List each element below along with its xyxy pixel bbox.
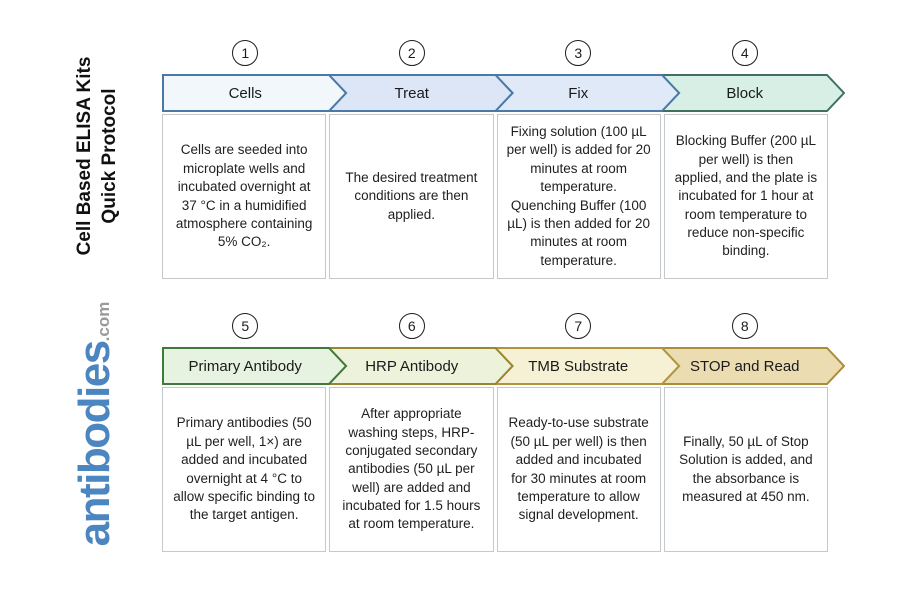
step-number-badge-5: 5 [232,313,259,339]
step-description-box-4: Blocking Buffer (200 µL per well) is the… [663,114,828,279]
arrow-label-fix: Fix [568,84,589,102]
chevron-arrows-svg-2 [162,347,845,385]
arrow-label-row-2: Primary Antibody HRP Antibody TMB Substr… [162,347,828,385]
step-number-4: 4 [740,45,749,61]
step-number-badge-7: 7 [565,313,592,339]
step-description-box-6: After appropriate washing steps, HRP-con… [329,387,494,552]
step-description-box-2: The desired treatment conditions are the… [329,114,494,279]
step-number-7: 7 [574,318,583,334]
arrow-label-hrp-antibody: HRP Antibody [365,357,459,375]
chevron-arrow-step-1 [162,74,348,112]
chevron-arrow-step-5 [162,347,348,385]
step-description-box-1: Cells are seeded into microplate wells a… [162,114,327,279]
step-number-badge-2: 2 [398,40,425,66]
arrow-label-block: Block [726,84,764,102]
step-number-2: 2 [407,45,416,61]
step-description-box-3: Fixing solution (100 µL per well) is add… [496,114,661,279]
step-number-1: 1 [241,45,250,61]
chevron-arrow-row-1: Cells Treat Fix Block [162,74,845,112]
page-title-line2: Quick Protocol [99,88,120,224]
protocol-row-2: 5 6 7 8 Primary Antibody HRP Antibody TM… [162,313,845,552]
antibodies-logo: antibodies.com [70,302,120,547]
step-description-6: After appropriate washing steps, HRP-con… [342,406,481,532]
step-number-3: 3 [574,45,583,61]
step-number-badge-4: 4 [731,40,758,66]
step-number-8: 8 [740,318,749,334]
logo-wordmark: antibodies [70,341,119,547]
description-row-2: Primary antibodies (50 µL per well, 1×) … [162,387,828,552]
step-description-box-8: Finally, 50 µL of Stop Solution is added… [663,387,828,552]
step-description-2: The desired treatment conditions are the… [345,169,478,222]
page-title: Cell Based ELISA Kits Quick Protocol [72,57,122,256]
arrow-label-row-1: Cells Treat Fix Block [162,74,828,112]
step-number-badge-1: 1 [232,40,259,66]
step-description-box-5: Primary antibodies (50 µL per well, 1×) … [162,387,327,552]
arrow-label-treat: Treat [394,84,429,102]
logo-tld: .com [94,301,113,342]
step-number-row-1: 1 2 3 4 [162,40,828,66]
description-row-1: Cells are seeded into microplate wells a… [162,114,828,279]
step-description-3: Fixing solution (100 µL per well) is add… [506,124,651,268]
step-description-8: Finally, 50 µL of Stop Solution is added… [679,433,813,504]
page-title-line1: Cell Based ELISA Kits [73,56,95,256]
step-number-badge-8: 8 [731,313,758,339]
step-number-6: 6 [407,318,416,334]
arrow-label-stop-and-read: STOP and Read [689,357,800,375]
step-number-5: 5 [241,318,250,334]
step-description-1: Cells are seeded into microplate wells a… [175,142,313,250]
step-description-5: Primary antibodies (50 µL per well, 1×) … [173,415,316,523]
step-number-badge-6: 6 [398,313,425,339]
protocol-diagram: 1 2 3 4 Cells Treat Fix Block Cells are … [162,0,845,594]
step-number-row-2: 5 6 7 8 [162,313,828,339]
step-description-4: Blocking Buffer (200 µL per well) is the… [674,133,818,259]
step-description-box-7: Ready-to-use substrate (50 µL per well) … [496,387,661,552]
protocol-row-1: 1 2 3 4 Cells Treat Fix Block Cells are … [162,40,845,279]
arrow-label-primary-antibody: Primary Antibody [188,357,302,375]
arrow-label-tmb-substrate: TMB Substrate [528,357,629,375]
arrow-label-cells: Cells [228,84,262,102]
chevron-arrows-svg-1 [162,74,845,112]
chevron-arrow-row-2: Primary Antibody HRP Antibody TMB Substr… [162,347,845,385]
step-number-badge-3: 3 [565,40,592,66]
step-description-7: Ready-to-use substrate (50 µL per well) … [508,415,649,523]
